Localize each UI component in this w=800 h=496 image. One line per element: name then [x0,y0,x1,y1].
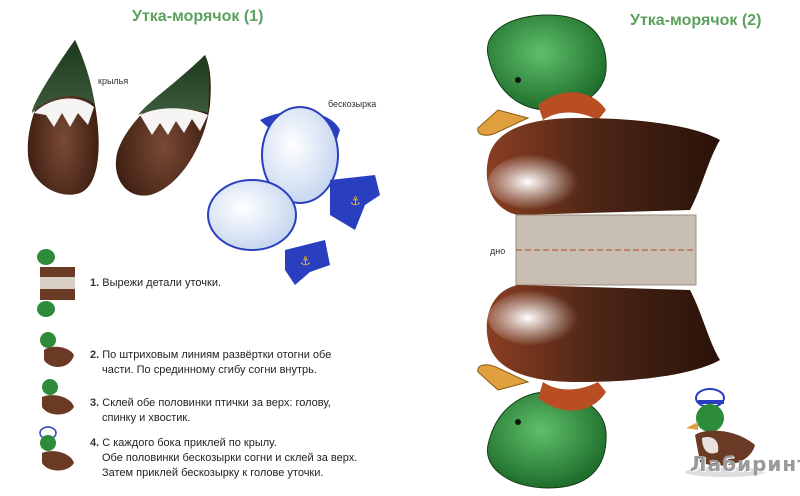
thumb-step-4 [39,426,74,471]
step-thumbnails [37,249,75,471]
cap-illustration: ⚓ ⚓ [207,106,380,285]
step-3: 3. Склей обе половинки птички за верх: г… [90,397,331,424]
thumb-step-2 [40,332,74,367]
thumb-step-1 [37,249,75,317]
step-2: 2. По штриховым линиям развёртки отогни … [90,349,332,376]
step-4: 4. С каждого бока приклей по крылу. Обе … [90,437,358,479]
watermark-logo: Лабиринт [690,452,800,476]
thumb-step-3 [42,379,74,415]
bottom-label: дно [490,246,506,256]
step-1: 1. Вырежи детали уточки. [90,277,222,289]
duck-body-top [486,118,720,215]
cap-ribbon-upper: ⚓ [330,175,380,230]
left-wing [27,40,99,195]
right-title: Утка-морячок (2) [630,12,762,29]
wings-label: крылья [98,76,129,86]
cap-label: бескозырка [328,99,377,109]
duck-head-bottom [477,364,607,489]
left-title: Утка-морячок (1) [132,8,264,25]
duck-body-bottom [486,285,720,382]
duck-template [477,14,720,489]
finished-duck [685,388,765,477]
wings-illustration [27,40,211,196]
right-wing [115,55,211,196]
svg-text:⚓: ⚓ [350,194,361,208]
duck-head-top [477,14,607,136]
cap-ribbon-lower: ⚓ [285,240,330,285]
duck-bottom-panel [515,214,697,286]
svg-text:⚓: ⚓ [300,254,311,268]
